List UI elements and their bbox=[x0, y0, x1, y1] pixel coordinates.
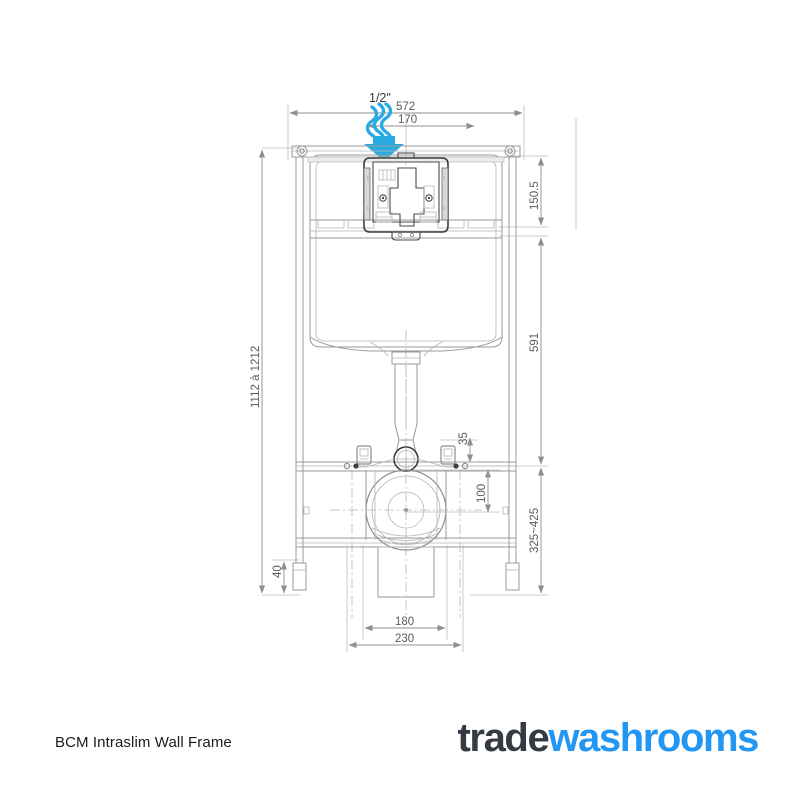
dim-label-180: 180 bbox=[395, 616, 414, 628]
flush-pipe bbox=[391, 351, 421, 455]
flush-valve-assembly bbox=[363, 152, 449, 241]
centrelines bbox=[330, 330, 482, 620]
waste-elbow-ring bbox=[354, 446, 458, 472]
dimension-foot-height: 40 bbox=[272, 561, 288, 594]
foot-left bbox=[292, 562, 307, 591]
cistern-body bbox=[307, 154, 505, 357]
logo-text-trade: trade bbox=[457, 716, 549, 760]
dimension-base-inner-width: 180 bbox=[364, 616, 446, 632]
dim-label-150-5: 150.5 bbox=[529, 181, 541, 210]
dim-label-100: 100 bbox=[476, 484, 488, 503]
dim-label-170: 170 bbox=[398, 114, 417, 126]
dimension-pan-height-range: 325~425 bbox=[529, 467, 545, 594]
dimension-cistern-height: 591 bbox=[529, 237, 545, 465]
dimension-waste-offset: 35 bbox=[458, 432, 474, 463]
waste-outlet bbox=[365, 469, 447, 551]
page-title: BCM Intraslim Wall Frame bbox=[55, 734, 232, 751]
mounting-bolt-left bbox=[296, 145, 308, 157]
mounting-bolt-right bbox=[504, 145, 516, 157]
base-outlet-box bbox=[377, 546, 435, 598]
dimension-top-inlet-offset: 170 bbox=[367, 114, 475, 130]
brand-logo: tradewashrooms bbox=[457, 716, 759, 760]
water-inlet-arrow-icon: 1/2" bbox=[364, 91, 404, 161]
dimension-top-overall-width: 572 bbox=[289, 101, 523, 117]
pan-fixing-bolt-right bbox=[440, 445, 469, 470]
dim-label-591: 591 bbox=[529, 333, 541, 352]
dimension-frame-height: 1112 à 1212 bbox=[250, 149, 266, 594]
dimension-pan-bolt-centres: 100 bbox=[476, 469, 492, 513]
pan-fixing-bolt-left bbox=[343, 445, 372, 470]
dim-label-35: 35 bbox=[458, 432, 470, 445]
dim-label-1112-1212: 1112 à 1212 bbox=[250, 346, 262, 408]
dim-label-325-425: 325~425 bbox=[529, 508, 541, 553]
foot-right bbox=[505, 562, 520, 591]
inlet-size-label: 1/2" bbox=[369, 91, 391, 105]
dimension-flushplate-height: 150.5 bbox=[529, 157, 545, 226]
logo-text-washrooms: washrooms bbox=[548, 716, 759, 760]
dimension-base-outer-width: 230 bbox=[348, 633, 462, 649]
footer: BCM Intraslim Wall Frame tradewashrooms bbox=[0, 710, 800, 800]
dim-label-230: 230 bbox=[395, 633, 414, 645]
dim-label-40: 40 bbox=[272, 565, 284, 578]
dim-label-572: 572 bbox=[396, 101, 415, 113]
